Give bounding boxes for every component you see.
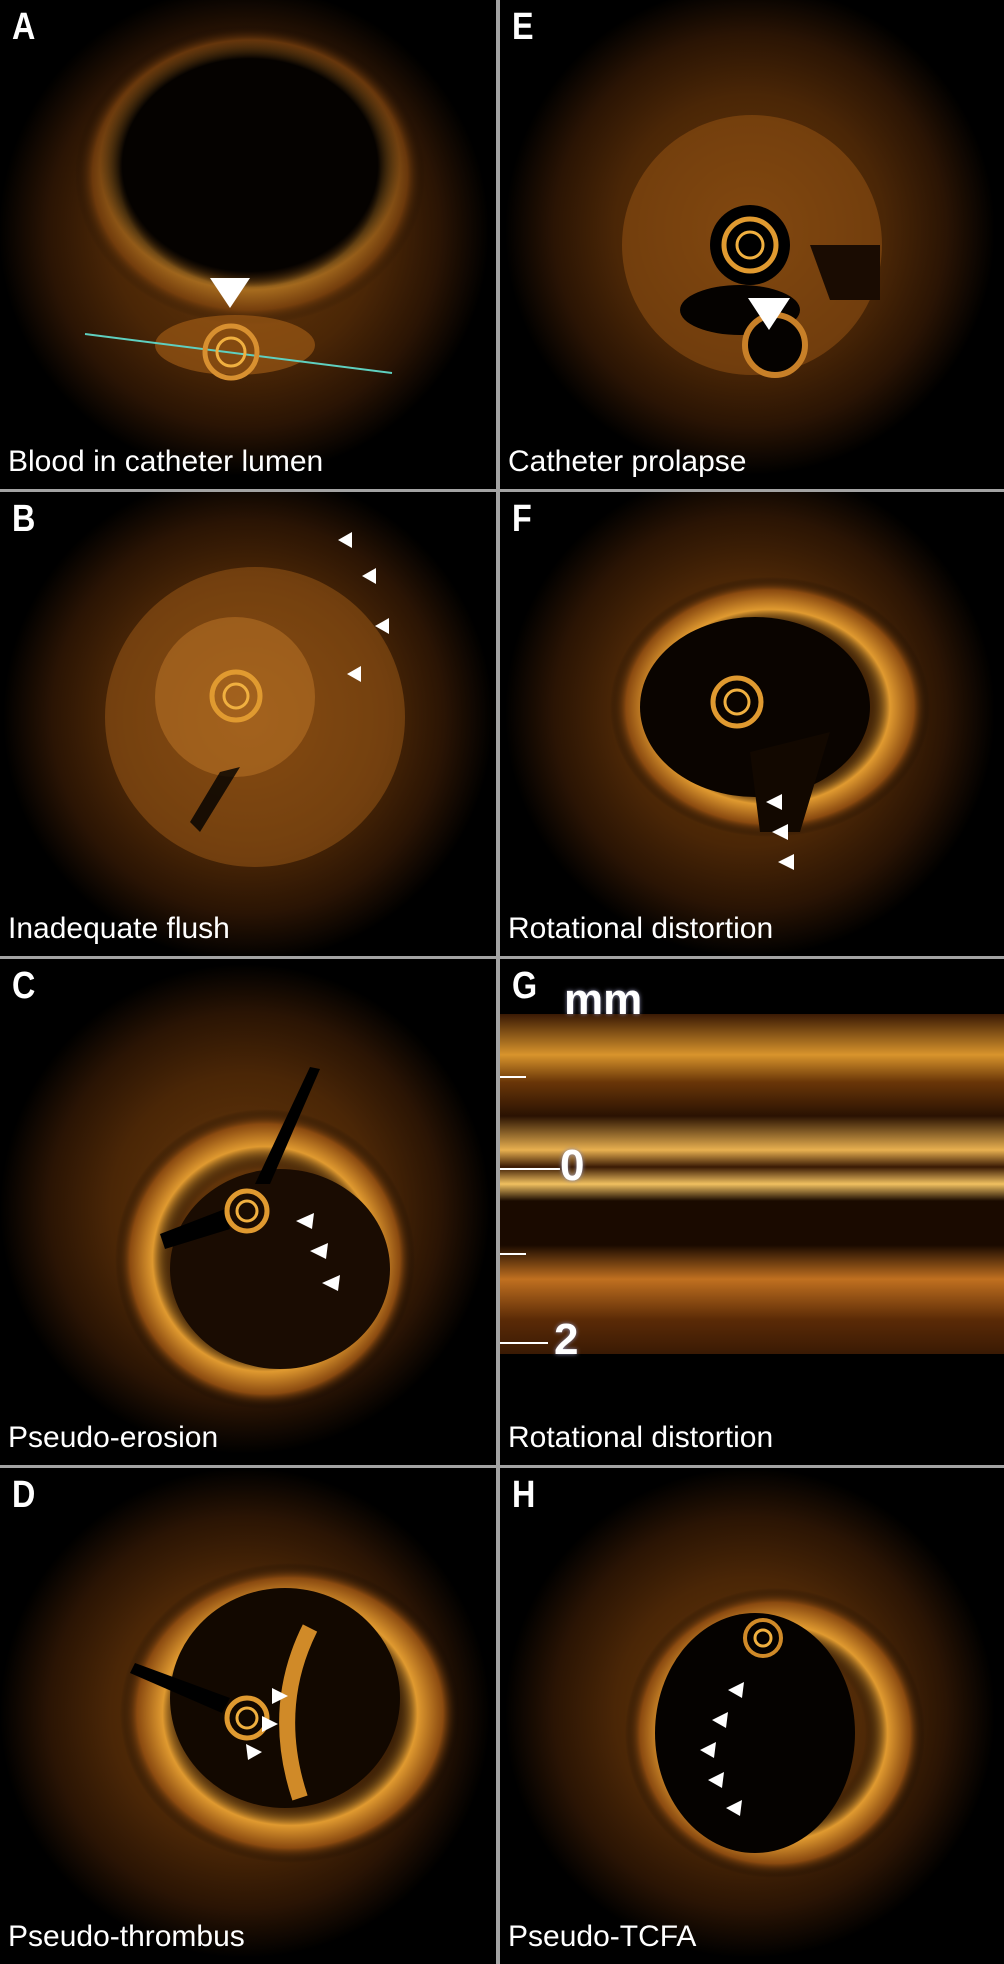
arrowhead-icons <box>766 794 794 870</box>
arrowhead-icons <box>296 1213 340 1291</box>
panel-caption: Pseudo-erosion <box>8 1421 219 1454</box>
panel-a: A Blood in catheter lumen <box>0 0 496 489</box>
oct-image-c <box>0 964 490 1454</box>
oct-image-h <box>505 1468 995 1958</box>
panel-letter: C <box>12 965 36 1007</box>
panel-b: B Inadequate flush <box>0 492 496 956</box>
arrowhead-icons <box>700 1682 744 1816</box>
panel-letter: B <box>12 498 36 540</box>
scale-ticks <box>500 1076 560 1344</box>
panel-letter: E <box>512 6 534 48</box>
panel-c: C Pseudo-erosion <box>0 959 496 1465</box>
oct-image-e <box>505 0 995 475</box>
panel-letter: A <box>12 6 36 48</box>
panel-e: E Catheter prolapse <box>500 0 1004 489</box>
oct-image-d <box>0 1468 490 1958</box>
longitudinal-image-g <box>500 1014 1004 1404</box>
arrowhead-icon <box>210 278 250 308</box>
panel-caption: Pseudo-TCFA <box>508 1920 697 1953</box>
panel-letter: D <box>12 1474 36 1516</box>
scale-tick-2: 2 <box>554 1315 579 1364</box>
panel-letter: G <box>512 965 538 1007</box>
panel-letter: H <box>512 1474 536 1516</box>
panel-caption: Rotational distortion <box>508 912 774 945</box>
panel-caption: Rotational distortion <box>508 1421 774 1454</box>
arrowhead-icons <box>338 532 389 682</box>
scale-unit: mm <box>564 975 643 1024</box>
panel-letter: F <box>512 498 532 540</box>
arrowhead-icons <box>246 1688 288 1760</box>
panel-caption: Pseudo-thrombus <box>8 1920 245 1953</box>
oct-image-a <box>0 0 489 476</box>
oct-image-f <box>505 492 995 956</box>
scale-tick-0: 0 <box>560 1141 585 1190</box>
panel-d: D Pseudo-thrombus <box>0 1468 496 1964</box>
panel-caption: Blood in catheter lumen <box>8 445 324 478</box>
panel-caption: Catheter prolapse <box>508 445 747 478</box>
arrowhead-icon <box>748 298 790 330</box>
panel-g: G mm 0 2 Rotational distortion <box>500 959 1004 1465</box>
panel-caption: Inadequate flush <box>8 912 230 945</box>
panel-f: F Rotational distortion <box>500 492 1004 956</box>
panel-h: H Pseudo-TCFA <box>500 1468 1004 1964</box>
oct-image-b <box>3 492 493 956</box>
